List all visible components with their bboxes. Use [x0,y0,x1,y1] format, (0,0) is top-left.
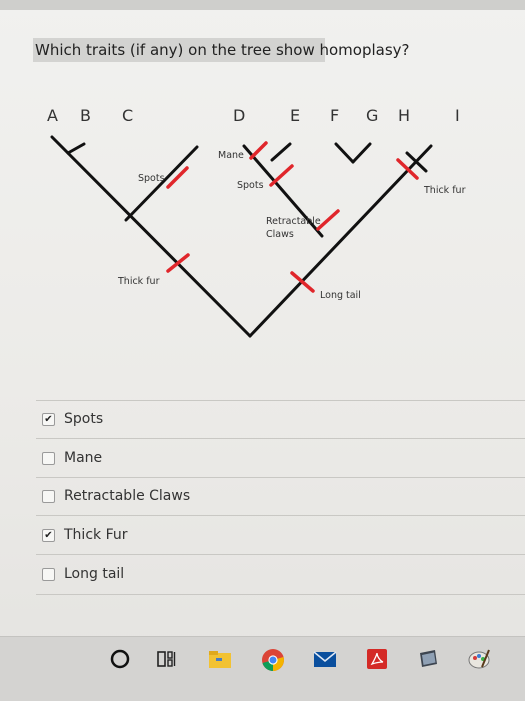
divider [36,477,525,478]
branch-h [405,151,428,173]
label-retractable: Retractable [266,216,321,227]
label-claws: Claws [266,229,294,240]
mark-spots-left [166,166,189,189]
phylogenetic-tree: A B C D E F G H I [47,106,466,338]
taxon-f: F [330,106,339,125]
option-label: Thick Fur [64,527,128,543]
mark-thick-fur-left [166,253,190,273]
acrobat-icon[interactable] [365,647,389,671]
paint-icon[interactable] [466,647,492,671]
branch-b [66,142,86,155]
divider [36,515,525,516]
taxon-b: B [80,106,91,125]
checkbox-long-tail[interactable] [42,567,55,581]
option-thick-fur[interactable]: ✔ Thick Fur [42,524,128,546]
branch-g [351,142,372,164]
check-icon: ✔ [44,529,53,541]
option-label: Retractable Claws [64,488,191,504]
tree-branches [50,135,433,338]
mark-spots-right [269,164,294,187]
checkbox-retractable-claws[interactable] [42,489,55,503]
option-label: Long tail [64,566,125,582]
branch-d [242,144,324,238]
chrome-icon[interactable] [260,647,286,673]
checkbox-mane[interactable] [42,451,55,465]
label-thick-fur-left: Thick fur [117,276,160,287]
branch-c [124,145,199,222]
option-label: Mane [64,450,103,466]
option-long-tail[interactable]: Long tail [42,563,124,585]
label-spots-left: Spots [138,173,165,184]
taxon-g: G [366,106,378,125]
branch-e [270,142,292,162]
trait-marks [166,141,419,293]
option-label: Spots [64,411,104,427]
mail-icon[interactable] [312,647,338,671]
label-spots-right: Spots [237,180,264,191]
taxon-h: H [398,106,410,125]
label-thick-fur-right: Thick fur [423,185,466,196]
taxon-c: C [122,106,133,125]
branch-f [334,142,355,164]
taxon-i: I [455,106,460,125]
mark-long-tail [290,271,315,293]
taxon-e: E [290,106,300,125]
file-explorer-icon[interactable] [207,647,233,671]
branch-root-left [50,135,252,338]
checkbox-thick-fur[interactable]: ✔ [42,528,55,542]
task-view-icon[interactable] [155,647,179,671]
divider [36,554,525,555]
tablet-icon[interactable] [415,647,441,671]
windows-taskbar [0,636,525,701]
label-long-tail: Long tail [320,290,361,301]
option-mane[interactable]: Mane [42,447,102,469]
question-text: Which traits (if any) on the tree show h… [33,38,410,62]
taxon-a: A [47,106,58,125]
cropped-top-edge [0,0,525,10]
mark-retractable-claws [316,209,340,231]
divider [36,400,525,401]
label-mane: Mane [218,150,244,161]
cortana-circle-icon[interactable] [108,647,132,671]
check-icon: ✔ [44,413,53,425]
divider [36,594,525,595]
mark-thick-fur-right [396,158,419,180]
option-retractable-claws[interactable]: Retractable Claws [42,485,190,507]
checkbox-spots[interactable]: ✔ [42,412,55,426]
option-spots[interactable]: ✔ Spots [42,408,103,430]
mark-mane [249,141,268,160]
branch-root-right [248,144,433,338]
taxon-d: D [233,106,245,125]
divider [36,438,525,439]
